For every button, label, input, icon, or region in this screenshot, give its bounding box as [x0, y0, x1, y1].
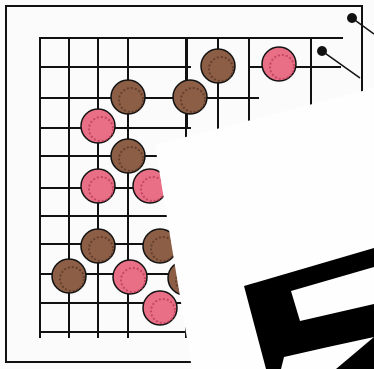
brown-stone[interactable]	[111, 139, 145, 173]
pink-stone[interactable]	[113, 260, 147, 294]
brown-stone[interactable]	[201, 49, 235, 83]
brown-stone[interactable]	[81, 229, 115, 263]
pink-stone[interactable]	[143, 291, 177, 325]
pink-stone[interactable]	[81, 169, 115, 203]
brown-stone[interactable]	[52, 259, 86, 293]
brown-stone[interactable]	[111, 80, 145, 114]
pink-stone[interactable]	[81, 109, 115, 143]
pink-stone[interactable]	[262, 47, 296, 81]
brown-stone[interactable]	[173, 80, 207, 114]
